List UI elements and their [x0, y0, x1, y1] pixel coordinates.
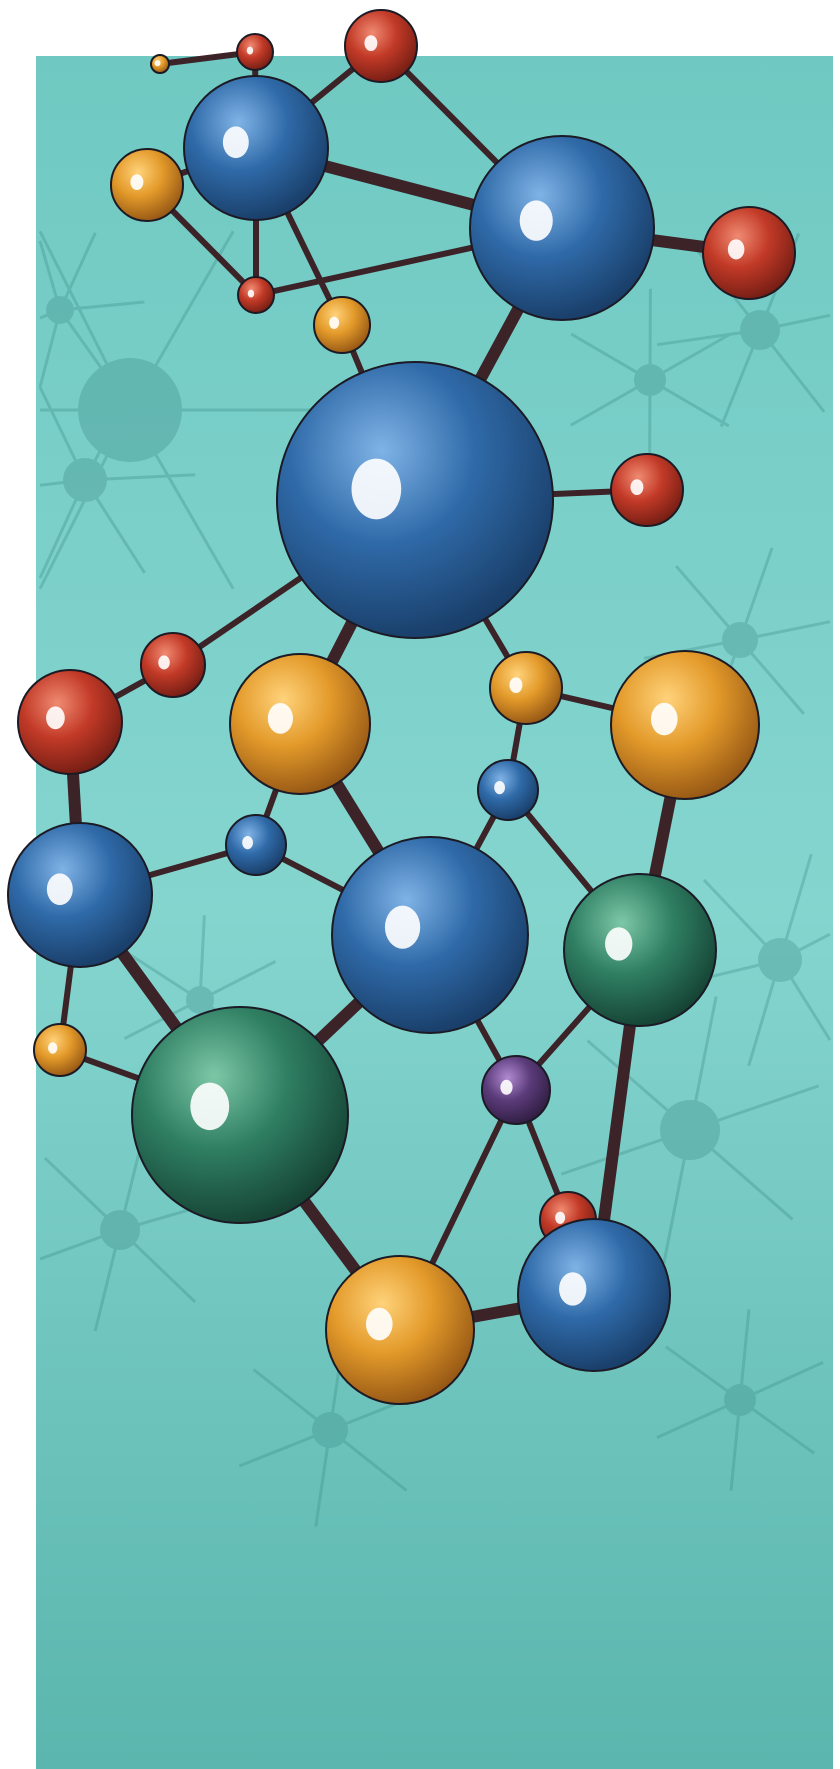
bg-bond: [688, 996, 718, 1131]
bg-bond: [665, 1345, 741, 1402]
bg-bond: [656, 328, 761, 347]
bg-bond: [778, 853, 813, 961]
bg-bond: [238, 1428, 331, 1468]
bg-bond: [83, 381, 137, 481]
bg-atom: [724, 1384, 756, 1416]
bg-bond: [199, 960, 277, 1002]
orange-atom-25: [325, 1255, 475, 1405]
blue-atom-1: [469, 135, 655, 321]
bg-bond: [39, 308, 61, 320]
bg-bond: [38, 230, 132, 411]
bg-bond: [38, 479, 87, 579]
bg-atom: [722, 622, 758, 658]
bg-bond: [329, 1428, 408, 1492]
bg-bond: [198, 915, 206, 1001]
bg-bond: [662, 1129, 692, 1264]
bg-bond: [118, 1228, 197, 1304]
orange-atom-4: [150, 54, 170, 74]
bg-bond: [738, 639, 805, 715]
bg-atom: [100, 1210, 140, 1250]
bg-bond: [778, 959, 832, 1041]
bg-bond: [739, 1361, 824, 1402]
red-atom-3: [236, 33, 274, 71]
blue-atom-9: [276, 361, 554, 639]
bg-bond: [59, 300, 145, 312]
bg-atom: [78, 358, 182, 462]
blue-atom-26: [517, 1218, 671, 1372]
bg-bond: [38, 409, 132, 590]
bg-bond: [43, 1156, 122, 1232]
bg-bond: [38, 240, 62, 311]
orange-atom-13: [229, 653, 371, 795]
orange-atom-14: [489, 651, 563, 725]
bg-bond: [314, 1429, 332, 1527]
bg-bond: [649, 378, 730, 428]
bg-bond: [675, 565, 742, 641]
bg-atom: [63, 458, 107, 502]
bg-bond: [128, 952, 201, 1002]
orange-atom-7: [313, 296, 371, 354]
bg-bond: [747, 959, 782, 1067]
bg-bond: [128, 409, 235, 590]
bg-bond: [729, 1399, 742, 1491]
bg-bond: [689, 1084, 820, 1132]
orange-atom-5: [110, 148, 184, 222]
bg-bond: [739, 620, 831, 642]
green-atom-20: [563, 873, 717, 1027]
green-atom-22: [131, 1006, 349, 1224]
bg-bond: [123, 998, 201, 1040]
bg-bond: [84, 473, 196, 482]
blue-atom-19: [331, 836, 529, 1034]
blue-atom-18: [7, 822, 153, 968]
bg-bond: [649, 333, 730, 382]
blue-atom-16: [477, 759, 539, 821]
red-atom-12: [17, 669, 123, 775]
background-molecule-network: [38, 230, 832, 1527]
bg-bond: [570, 332, 651, 382]
orange-atom-15: [610, 650, 760, 800]
bg-atom: [186, 986, 214, 1014]
bg-bond: [38, 386, 87, 481]
bg-bond: [570, 378, 651, 427]
red-atom-11: [140, 632, 206, 698]
bg-atom: [660, 1100, 720, 1160]
blue-atom-0: [183, 75, 329, 221]
bg-bond: [656, 1398, 741, 1439]
bg-bond: [252, 1368, 331, 1432]
red-atom-6: [237, 276, 275, 314]
bg-atom: [312, 1412, 348, 1448]
bg-bond: [586, 1039, 691, 1132]
bg-atom: [758, 938, 802, 982]
bg-bond: [719, 329, 762, 428]
bg-bond: [39, 478, 86, 487]
bg-bond: [560, 1128, 691, 1176]
orange-atom-21: [33, 1023, 87, 1077]
bg-atom: [634, 364, 666, 396]
bg-bond: [83, 479, 146, 574]
red-atom-2: [344, 9, 418, 83]
bg-bond: [738, 1309, 751, 1401]
bg-bond: [779, 932, 831, 962]
bg-bond: [38, 309, 62, 388]
molecule-atoms: [7, 9, 796, 1405]
bg-bond: [758, 329, 826, 413]
bg-bond: [759, 313, 831, 332]
blue-atom-17: [225, 814, 287, 876]
bg-bond: [702, 878, 782, 962]
bg-bond: [58, 309, 111, 380]
bg-bond: [738, 547, 774, 641]
red-atom-8: [702, 206, 796, 300]
red-atom-10: [610, 453, 684, 527]
bg-bond: [93, 1229, 122, 1332]
bg-bond: [739, 1398, 815, 1455]
bg-atom: [46, 296, 74, 324]
bg-bond: [58, 232, 97, 311]
bg-bond: [39, 1228, 121, 1261]
bg-bond: [689, 1128, 794, 1221]
purple-atom-23: [481, 1055, 551, 1125]
bg-atom: [740, 310, 780, 350]
bg-bond: [128, 230, 235, 411]
